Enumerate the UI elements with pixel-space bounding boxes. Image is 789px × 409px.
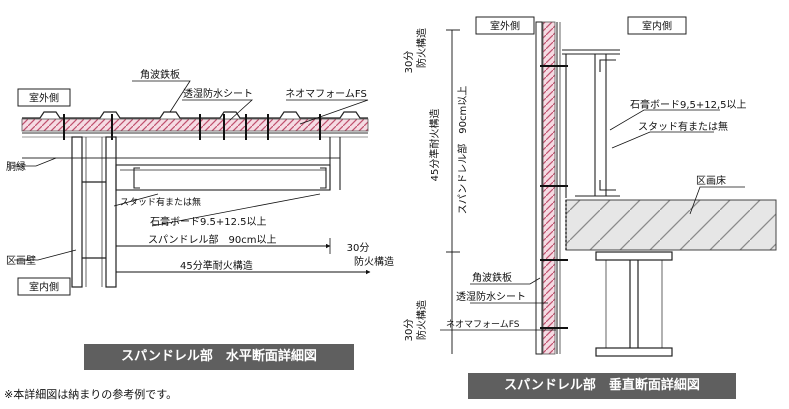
h-membrane-label: 透湿防水シート	[183, 87, 253, 100]
v-neoma-label: ネオマフォームFS	[446, 319, 520, 330]
v-fire30-bot-a: 30分	[403, 319, 415, 342]
v-span-b: スパンドレル部 90cm以上	[456, 86, 469, 214]
v-membrane-label: 透湿防水シート	[456, 290, 526, 303]
v-indoor-label: 室内側	[642, 20, 672, 33]
v-fire30-bot-b: 防火構造	[415, 300, 428, 340]
v-span-a: 45分準耐火構造	[428, 109, 441, 182]
h-furring-label: 胴縁	[6, 160, 26, 173]
horizontal-section: 室外側 角波鉄板 透湿防水シート ネオマフォームFS 胴縁 スタッド有または無 …	[6, 68, 394, 296]
h-fire30-b: 防火構造	[354, 255, 394, 268]
vertical-caption: スパンドレル部 垂直断面詳細図	[468, 373, 736, 399]
h-indoor-label: 室内側	[29, 281, 59, 294]
v-floor-label: 区画床	[696, 174, 726, 187]
v-stud-label: スタッド有または無	[638, 120, 728, 133]
h-stud-label: スタッド有または無	[120, 196, 201, 208]
insulation-v	[542, 21, 556, 355]
h-spandrel-label: スパンドレル部 90cm以上	[148, 233, 276, 246]
h-fire-struct-label: 45分準耐火構造	[180, 259, 253, 272]
partition-wall-h	[71, 136, 117, 288]
v-corrugated-label: 角波鉄板	[472, 271, 512, 284]
v-fire30-top-a: 30分	[403, 51, 415, 74]
insulation-h	[21, 118, 369, 132]
h-gypsum-label: 石膏ボード9.5+12.5以上	[150, 215, 267, 228]
horizontal-caption: スパンドレル部 水平断面詳細図	[84, 344, 354, 370]
h-outdoor-label: 室外側	[29, 92, 59, 105]
reference-note: ※本詳細図は納まりの参考例です。	[4, 388, 178, 401]
h-partition-label: 区画壁	[6, 254, 36, 267]
floor-slab	[565, 199, 777, 251]
h-corrugated-label: 角波鉄板	[140, 68, 180, 81]
vertical-section: 室外側 室内側 30分 防火構造 45分準耐火構造 スパンドレル部 90cm以上…	[403, 16, 777, 357]
screws-h	[63, 114, 321, 140]
steel-beam	[595, 251, 673, 357]
v-gypsum-label: 石膏ボード9,5+12,5以上	[630, 98, 747, 111]
v-outdoor-label: 室外側	[490, 20, 520, 33]
corrugated-plate-h	[22, 111, 368, 119]
h-fire30-a: 30分	[347, 242, 370, 254]
h-neoma-label: ネオマフォームFS	[285, 88, 367, 100]
v-fire30-top-b: 防火構造	[415, 28, 428, 68]
